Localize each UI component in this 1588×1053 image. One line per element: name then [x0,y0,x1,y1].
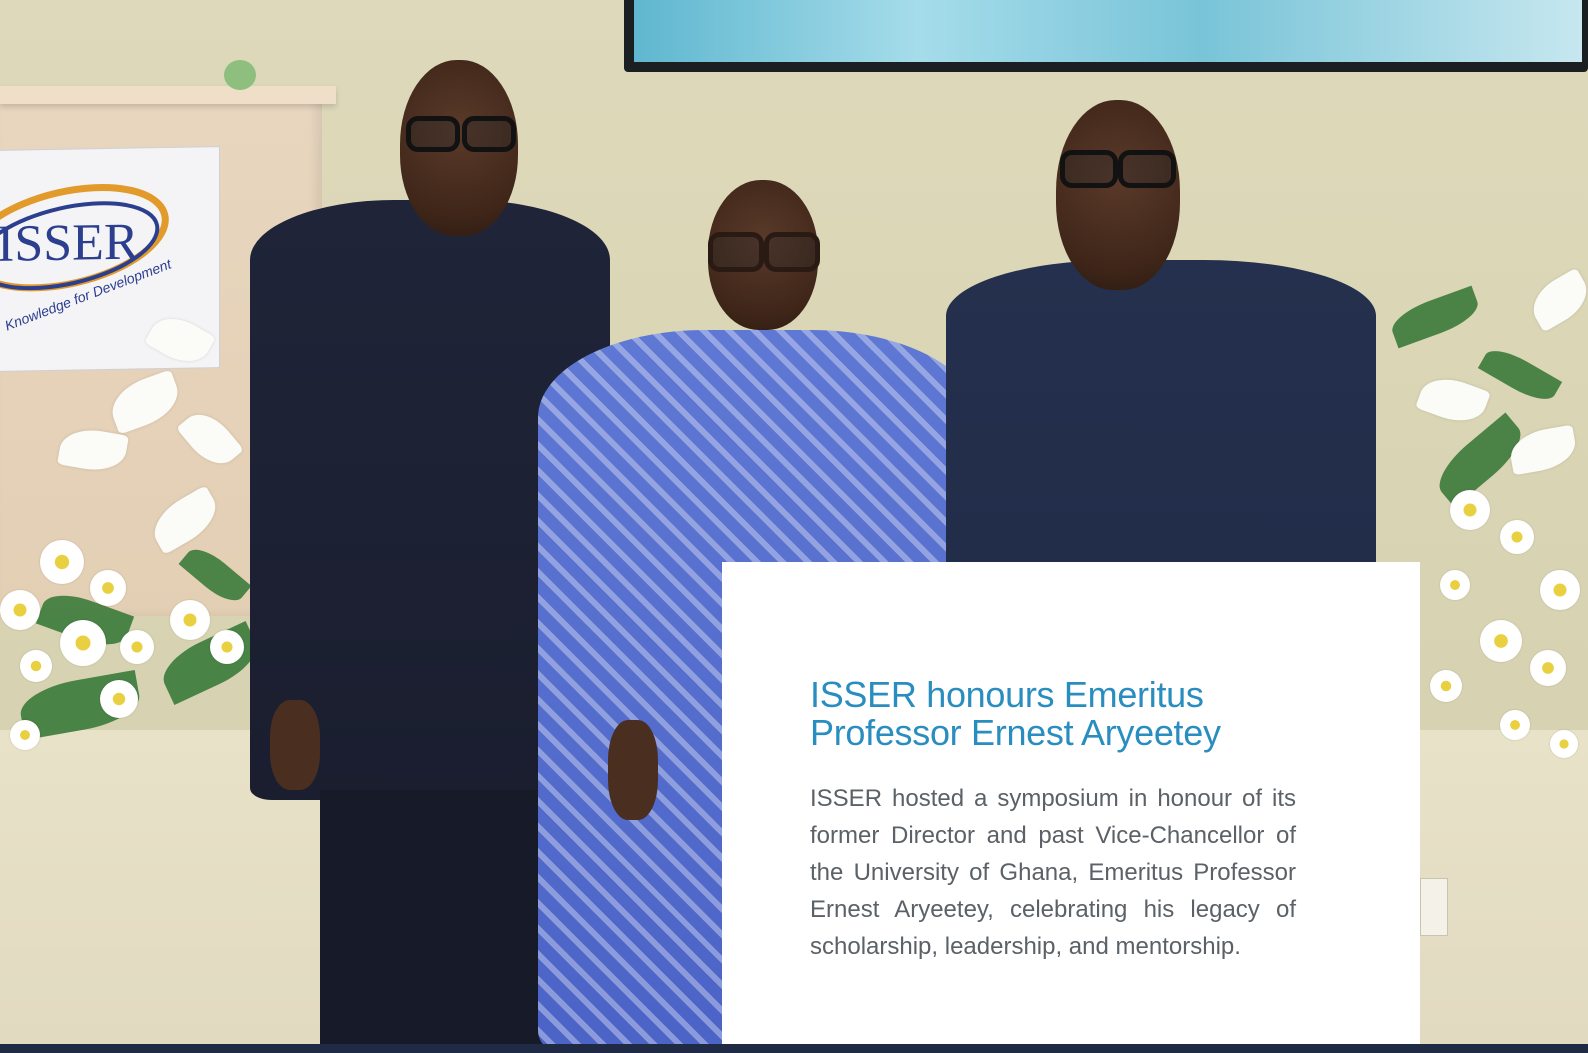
svg-text:ISSER: ISSER [0,213,139,272]
news-card-body: ISSER hosted a symposium in honour of it… [810,785,1296,960]
person-left-trousers [320,790,580,1053]
person-middle-glasses [708,232,764,272]
bottom-strip [0,1044,1588,1053]
person-middle-hand [608,720,658,820]
flower-arrangement-right [1330,267,1588,770]
display-screen [624,0,1588,72]
isser-logo-sign: ISSER Knowledge for Development [0,146,220,372]
person-left-glasses [406,116,460,152]
display-screen-image [634,0,1582,62]
person-right-head [1056,100,1180,290]
microphone-icon [224,60,256,90]
news-card[interactable]: ISSER honours Emeritus Professor Ernest … [722,562,1420,1053]
podium-top [0,86,336,104]
flower-arrangement-left [0,300,300,750]
person-right-glasses [1060,150,1118,188]
news-card-title[interactable]: ISSER honours Emeritus Professor Ernest … [810,674,1221,753]
person-left-hand [270,700,320,790]
wall-outlet [1420,878,1448,936]
isser-logo-icon: ISSER Knowledge for Development [0,184,174,334]
